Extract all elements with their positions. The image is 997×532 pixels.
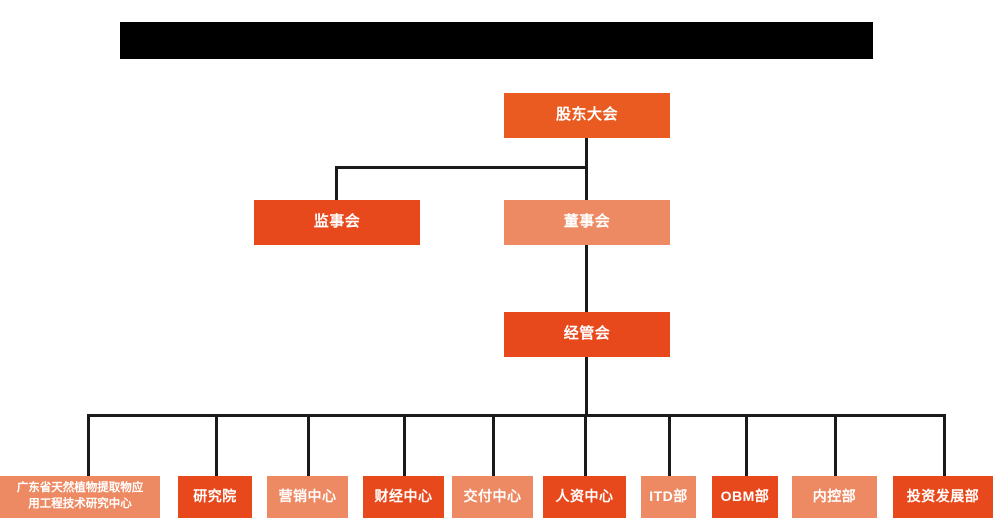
connector-drop-1 [215, 414, 218, 476]
connector-drop-2 [307, 414, 310, 476]
connector-directors-to-management [585, 245, 588, 312]
connector-drop-directors [585, 166, 588, 200]
node-label: 经管会 [563, 325, 611, 343]
node-label: ITD部 [649, 488, 688, 505]
node-board-of-directors[interactable]: 董事会 [504, 200, 670, 245]
node-internal-control-department[interactable]: 内控部 [792, 476, 877, 518]
connector-drop-0 [87, 414, 90, 476]
node-label: 财经中心 [374, 488, 433, 505]
connector-drop-8 [834, 414, 837, 476]
node-label: 营销中心 [278, 488, 337, 505]
node-itd-department[interactable]: ITD部 [641, 476, 696, 518]
connector-drop-9 [943, 414, 946, 476]
node-research-institute[interactable]: 研究院 [178, 476, 252, 518]
node-delivery-center[interactable]: 交付中心 [452, 476, 533, 518]
node-label: 监事会 [313, 213, 361, 231]
node-finance-center[interactable]: 财经中心 [363, 476, 444, 518]
connector-l2-bar [335, 166, 587, 169]
node-label: 交付中心 [463, 488, 522, 505]
connector-l1-stem [585, 138, 588, 168]
redacted-title-bar [120, 22, 873, 59]
node-board-of-supervisors[interactable]: 监事会 [254, 200, 420, 245]
node-label: 广东省天然植物提取物应 用工程技术研究中心 [16, 482, 144, 510]
connector-drop-7 [745, 414, 748, 476]
node-obm-department[interactable]: OBM部 [712, 476, 778, 518]
node-management-committee[interactable]: 经管会 [504, 312, 670, 357]
node-label: OBM部 [720, 488, 770, 505]
connector-management-stem [585, 357, 588, 415]
node-label: 研究院 [193, 488, 237, 505]
node-label: 内控部 [812, 488, 857, 505]
node-engineering-research-center[interactable]: 广东省天然植物提取物应 用工程技术研究中心 [0, 476, 160, 518]
node-label: 投资发展部 [906, 488, 980, 505]
connector-drop-4 [492, 414, 495, 476]
connector-bottom-bus [87, 414, 946, 417]
node-marketing-center[interactable]: 营销中心 [267, 476, 348, 518]
node-label: 董事会 [563, 213, 611, 231]
connector-drop-3 [403, 414, 406, 476]
node-label: 股东大会 [555, 106, 618, 124]
node-hr-center[interactable]: 人资中心 [543, 476, 626, 518]
node-label: 人资中心 [555, 488, 614, 505]
connector-drop-5 [584, 414, 587, 476]
node-investment-development-dept[interactable]: 投资发展部 [893, 476, 993, 518]
connector-drop-6 [668, 414, 671, 476]
connector-drop-supervisors [335, 166, 338, 200]
node-shareholders-meeting[interactable]: 股东大会 [504, 93, 670, 138]
